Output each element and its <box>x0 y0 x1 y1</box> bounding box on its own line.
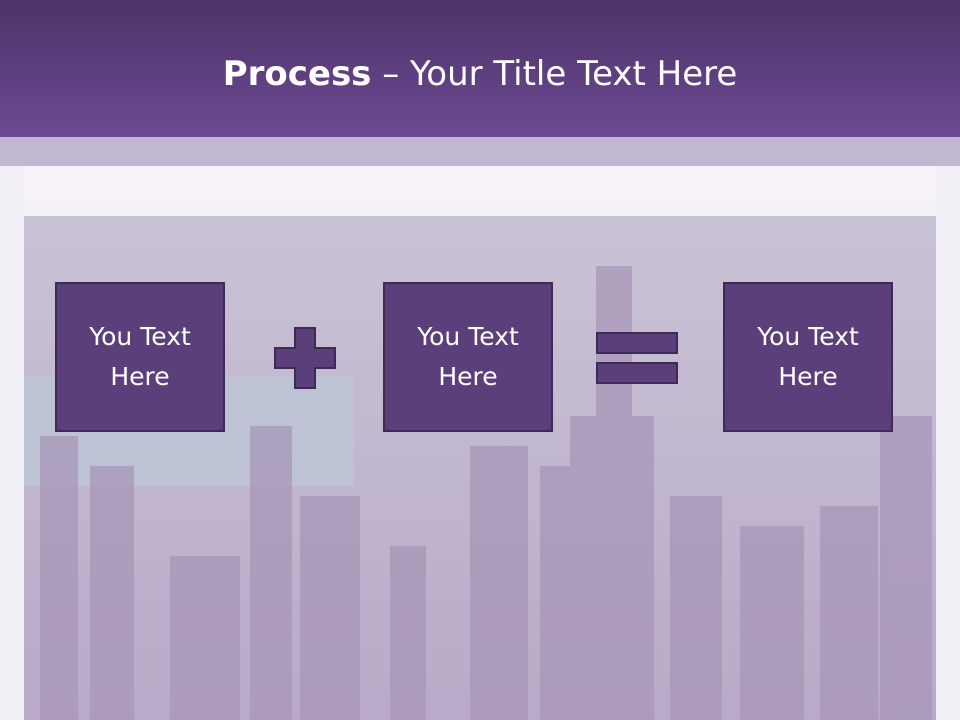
city-background-image <box>0 166 960 720</box>
process-box-3[interactable]: You Text Here <box>723 282 893 432</box>
equals-icon <box>596 332 678 384</box>
slide-title: Process – Your Title Text Here <box>0 52 960 96</box>
title-bold: Process <box>222 54 372 94</box>
process-box-2[interactable]: You Text Here <box>383 282 553 432</box>
process-box-1-text: You Text Here <box>89 322 191 391</box>
plus-icon <box>274 327 336 389</box>
process-box-3-text: You Text Here <box>757 322 859 391</box>
process-box-1[interactable]: You Text Here <box>55 282 225 432</box>
title-rest: – Your Title Text Here <box>371 54 738 94</box>
sub-band <box>0 137 960 166</box>
title-bar <box>0 0 960 137</box>
process-box-2-text: You Text Here <box>417 322 519 391</box>
